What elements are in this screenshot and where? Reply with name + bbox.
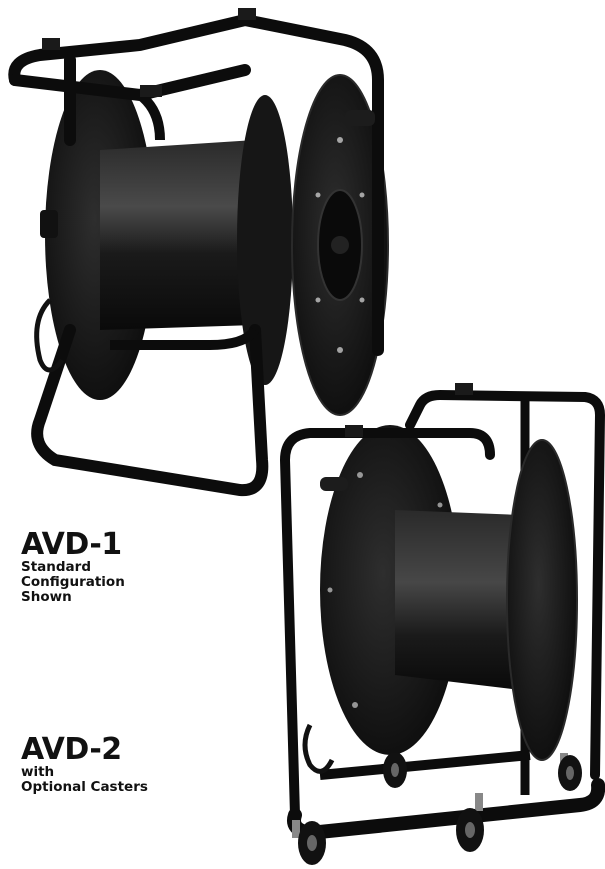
caption-line: Configuration [21,574,125,590]
frame-arm [136,91,165,141]
frame-brace [110,326,260,350]
caster-wheel [456,793,484,852]
flange-holes [315,137,365,353]
frame-clip [345,425,363,437]
side-connector [40,210,58,238]
avd-1-label: AVD-1 Standard Configuration Shown [21,530,125,605]
hub-center [331,236,349,254]
crank-handle [345,110,375,126]
flange-holes [327,472,443,708]
caster-wheel [383,752,407,788]
frame-cross [9,64,251,102]
model-name: AVD-2 [21,732,122,767]
caption-line: Shown [21,589,72,605]
caster-wheel [292,820,326,865]
right-flange [506,439,578,761]
crank-handle [320,477,348,491]
frame-clip [238,8,256,20]
middle-flange [237,95,293,385]
frame-base [31,54,269,497]
caption-line: Optional Casters [21,779,148,795]
frame-clip [140,85,162,97]
model-name: AVD-1 [21,527,122,562]
frame-base-rear [319,750,531,780]
drum [100,140,255,330]
frame-front [279,428,495,820]
frame-clip [455,383,473,395]
frame-base [287,778,605,841]
drum [395,510,520,690]
caster-wheel [558,753,582,791]
frame-top [405,389,605,780]
pigtail-cable [34,298,65,373]
frame-clip [42,38,60,50]
caption-line: Standard [21,559,91,575]
avd-1-reel-image [8,8,389,497]
pigtail-cable [302,723,335,774]
caption-line: with [21,764,55,780]
avd-2-label: AVD-2 with Optional Casters [21,735,148,795]
avd-2-reel-image [279,383,605,865]
